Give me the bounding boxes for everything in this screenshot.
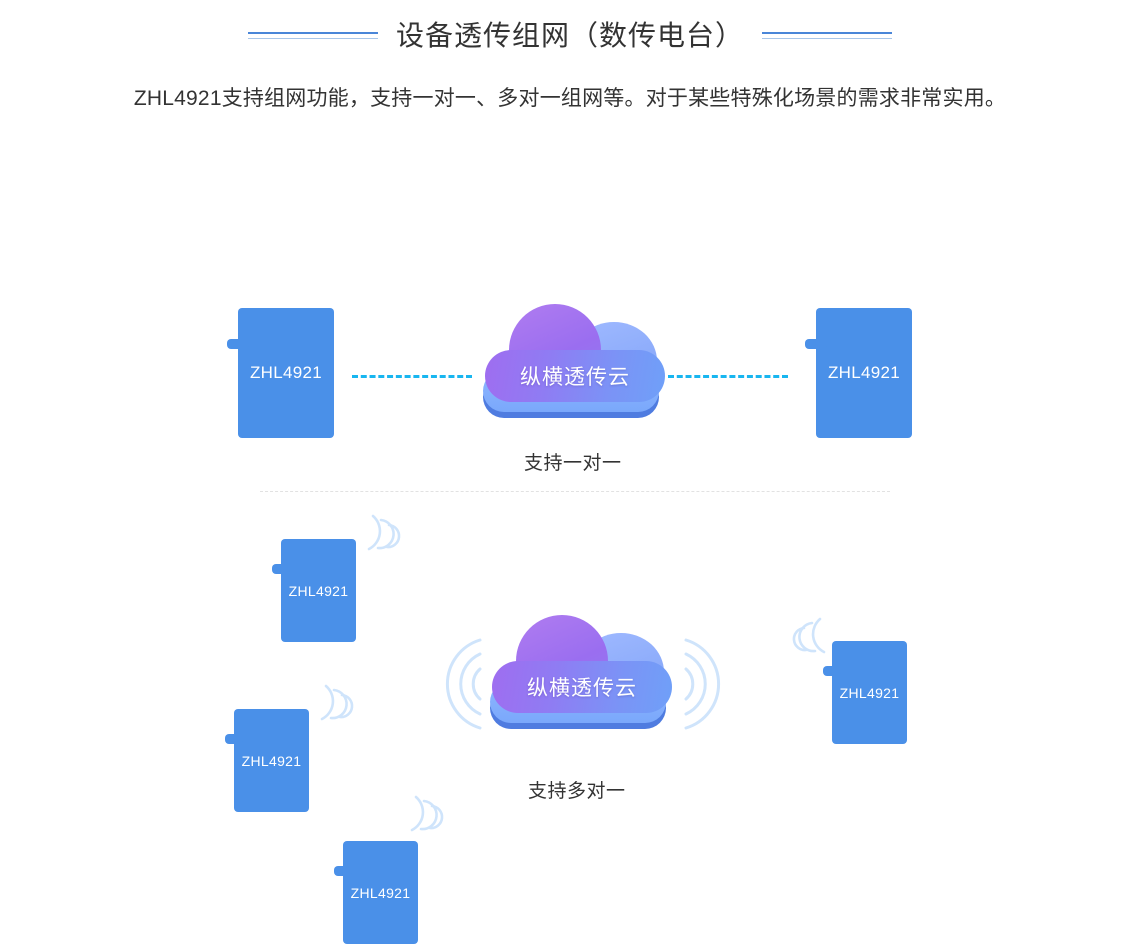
link-cloud-to-right — [668, 375, 788, 378]
mount-bracket-right — [233, 339, 249, 350]
rule-bar-thick — [247, 31, 378, 34]
device-body — [816, 308, 912, 438]
cloud-service-s1: 纵横透传云 — [475, 298, 675, 418]
page-title: 设备透传组网（数传电台） — [395, 20, 744, 51]
cloud-slab — [485, 350, 665, 402]
caption-many-to-one: 支持多对一 — [528, 781, 626, 802]
cloud-slab — [492, 661, 672, 713]
cloud-puffs — [482, 609, 682, 714]
device-label: ZHL4921 — [839, 684, 900, 701]
signal-waves-large-right-icon — [682, 636, 738, 732]
network-diagram: ZHL4921 纵横透传云 ZHL4921 — [0, 112, 1140, 944]
device-label: ZHL4921 — [241, 752, 302, 769]
rule-bar-thin — [762, 37, 892, 39]
device-label: ZHL4921 — [249, 363, 323, 382]
rule-bar-thin — [247, 37, 378, 39]
page-header: 设备透传组网（数传电台） — [0, 0, 1140, 54]
device-body — [234, 709, 309, 812]
mount-bracket-right — [828, 665, 841, 676]
mount-bracket-right — [811, 339, 827, 350]
mount-bracket-right — [230, 733, 243, 744]
cloud-puffs — [475, 298, 675, 403]
mount-bracket-right — [277, 563, 290, 574]
device-label: ZHL4921 — [350, 884, 411, 901]
device-body — [832, 641, 907, 744]
device-label: ZHL4921 — [288, 582, 349, 599]
caption-one-to-one: 支持一对一 — [524, 453, 622, 474]
page-subtitle: ZHL4921支持组网功能，支持一对一、多对一组网等。对于某些特殊化场景的需求非… — [133, 87, 1007, 110]
signal-waves-icon — [363, 509, 405, 553]
section-divider — [260, 491, 890, 492]
title-rule-right — [762, 31, 892, 39]
signal-waves-icon — [788, 612, 830, 656]
device-body — [238, 308, 334, 438]
device-label: ZHL4921 — [827, 363, 901, 382]
cloud-label: 纵横透传云 — [520, 366, 630, 389]
device-body — [281, 539, 356, 642]
title-rule-left — [247, 31, 378, 39]
link-left-to-cloud — [352, 375, 472, 378]
signal-waves-large-left-icon — [428, 636, 484, 732]
cloud-label: 纵横透传云 — [527, 677, 637, 700]
rule-bar-thick — [762, 31, 892, 34]
signal-waves-icon — [316, 679, 358, 723]
signal-waves-icon — [406, 790, 448, 834]
cloud-service-s2: 纵横透传云 — [482, 609, 682, 729]
